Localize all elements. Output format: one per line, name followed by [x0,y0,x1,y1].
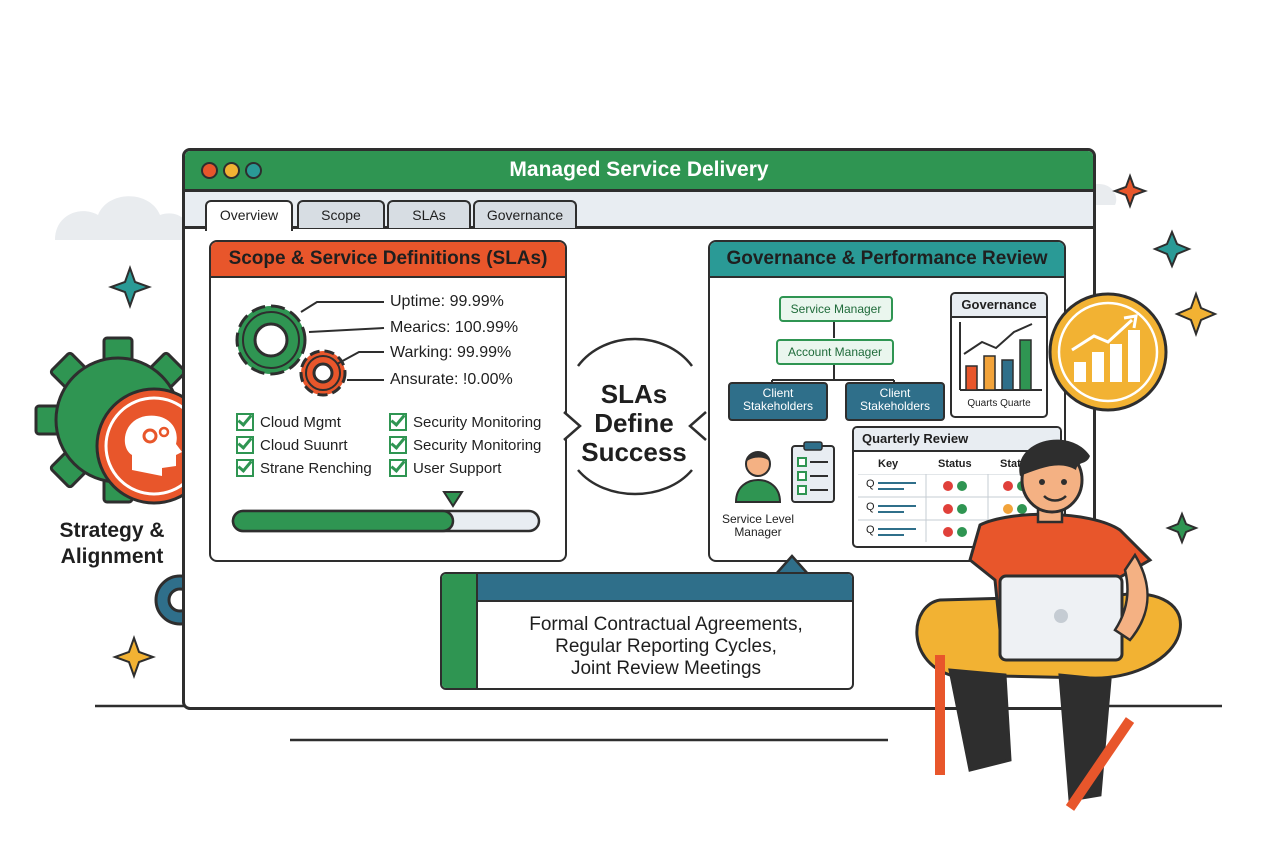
checkbox-checked-icon [236,413,254,431]
checklist-item: Security Monitoring [389,413,541,431]
governance-chart-labels: Quarts Quarte [967,398,1031,409]
metric-uptime: Uptime: 99.99% [390,293,504,310]
laptop-icon [998,574,1124,662]
callout-text: Formal Contractual Agreements, Regular R… [529,614,803,679]
quarterly-review-title: Quarterly Review [854,428,1060,452]
review-row-key: Q [866,501,875,513]
callout-box: Formal Contractual Agreements, Regular R… [440,572,854,690]
gear-icon-green [235,304,307,376]
checkbox-checked-icon [389,436,407,454]
growth-chart-icon [959,322,1042,391]
tab-bar: Overview Scope SLAs Governance [185,192,1093,231]
checklist-item: Security Monitoring [389,436,541,454]
review-row-key: Q [866,524,875,536]
callout-accent [442,574,478,688]
center-bracket [563,337,707,496]
center-label: SLAs Define Success [581,379,687,467]
checkbox-checked-icon [389,459,407,477]
scope-panel: Scope & Service Definitions (SLAs) [209,240,567,562]
window-title: Managed Service Delivery [509,158,769,181]
metric-2: Mearics: 100.99% [390,319,519,336]
tab-governance[interactable]: Governance [473,200,577,228]
checkbox-checked-icon [236,459,254,477]
growth-chart-badge [1048,292,1168,412]
org-service-manager: Service Manager [779,296,893,322]
callout-header [478,574,852,602]
checklist-item: Cloud Mgmt [236,413,341,431]
service-level-manager-label: Service Level Manager [721,512,795,539]
metric-connectors [300,301,385,381]
gear-icon-orange [299,349,347,397]
org-chart-lines [771,320,895,388]
metric-3: Warking: 99.99% [390,344,512,361]
checklist-item: Cloud Suunrt [236,436,348,454]
metric-4: Ansurate: !0.00% [390,371,513,388]
strategy-alignment-label: Strategy & Alignment [59,519,165,568]
governance-chart-title: Governance [952,294,1046,318]
scope-panel-title: Scope & Service Definitions (SLAs) [211,242,565,278]
checkbox-checked-icon [236,436,254,454]
close-button[interactable] [201,162,218,179]
review-col-status: Status [938,458,972,470]
checkbox-checked-icon [389,413,407,431]
scope-graphics [231,301,541,533]
review-col-key: Key [878,458,899,470]
tab-slas[interactable]: SLAs [387,200,471,228]
review-row-key: Q [866,478,875,490]
callout-pointer [775,554,809,575]
minimize-button[interactable] [223,162,240,179]
governance-chart-card: Governance Quarts Quarte [950,292,1048,418]
person-with-laptop [915,439,1182,811]
governance-panel-title: Governance & Performance Review [710,242,1064,278]
checklist-icon [791,441,835,503]
org-account-manager: Account Manager [776,339,894,365]
maximize-button[interactable] [245,162,262,179]
service-level-manager-graphic [734,441,835,503]
person-icon [734,451,782,503]
title-bar: Managed Service Delivery [185,151,1093,192]
progress-marker [442,491,464,508]
checklist-item: Strane Renching [236,459,372,477]
checklist-item: User Support [389,459,501,477]
tab-scope[interactable]: Scope [297,200,385,228]
tab-overview[interactable]: Overview [205,200,293,231]
progress-fill [231,509,455,533]
